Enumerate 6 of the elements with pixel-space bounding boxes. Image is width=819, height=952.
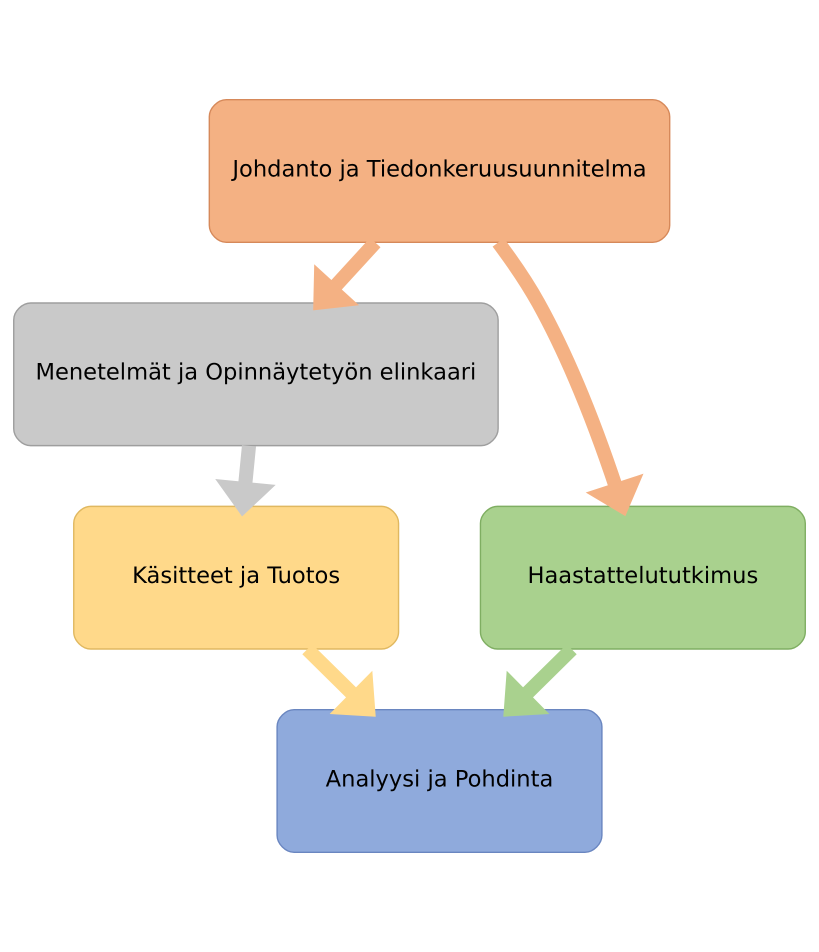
arrow [215, 445, 276, 516]
node-box: Menetelmät ja Opinnäytetyön elinkaari [13, 302, 499, 446]
node-box: Analyysi ja Pohdinta [276, 709, 603, 854]
node-box: Käsitteet ja Tuotos [73, 506, 400, 650]
node-box: Haastattelututkimus [480, 506, 806, 650]
node-box: Johdanto ja Tiedonkeruusuunnitelma [208, 98, 670, 243]
